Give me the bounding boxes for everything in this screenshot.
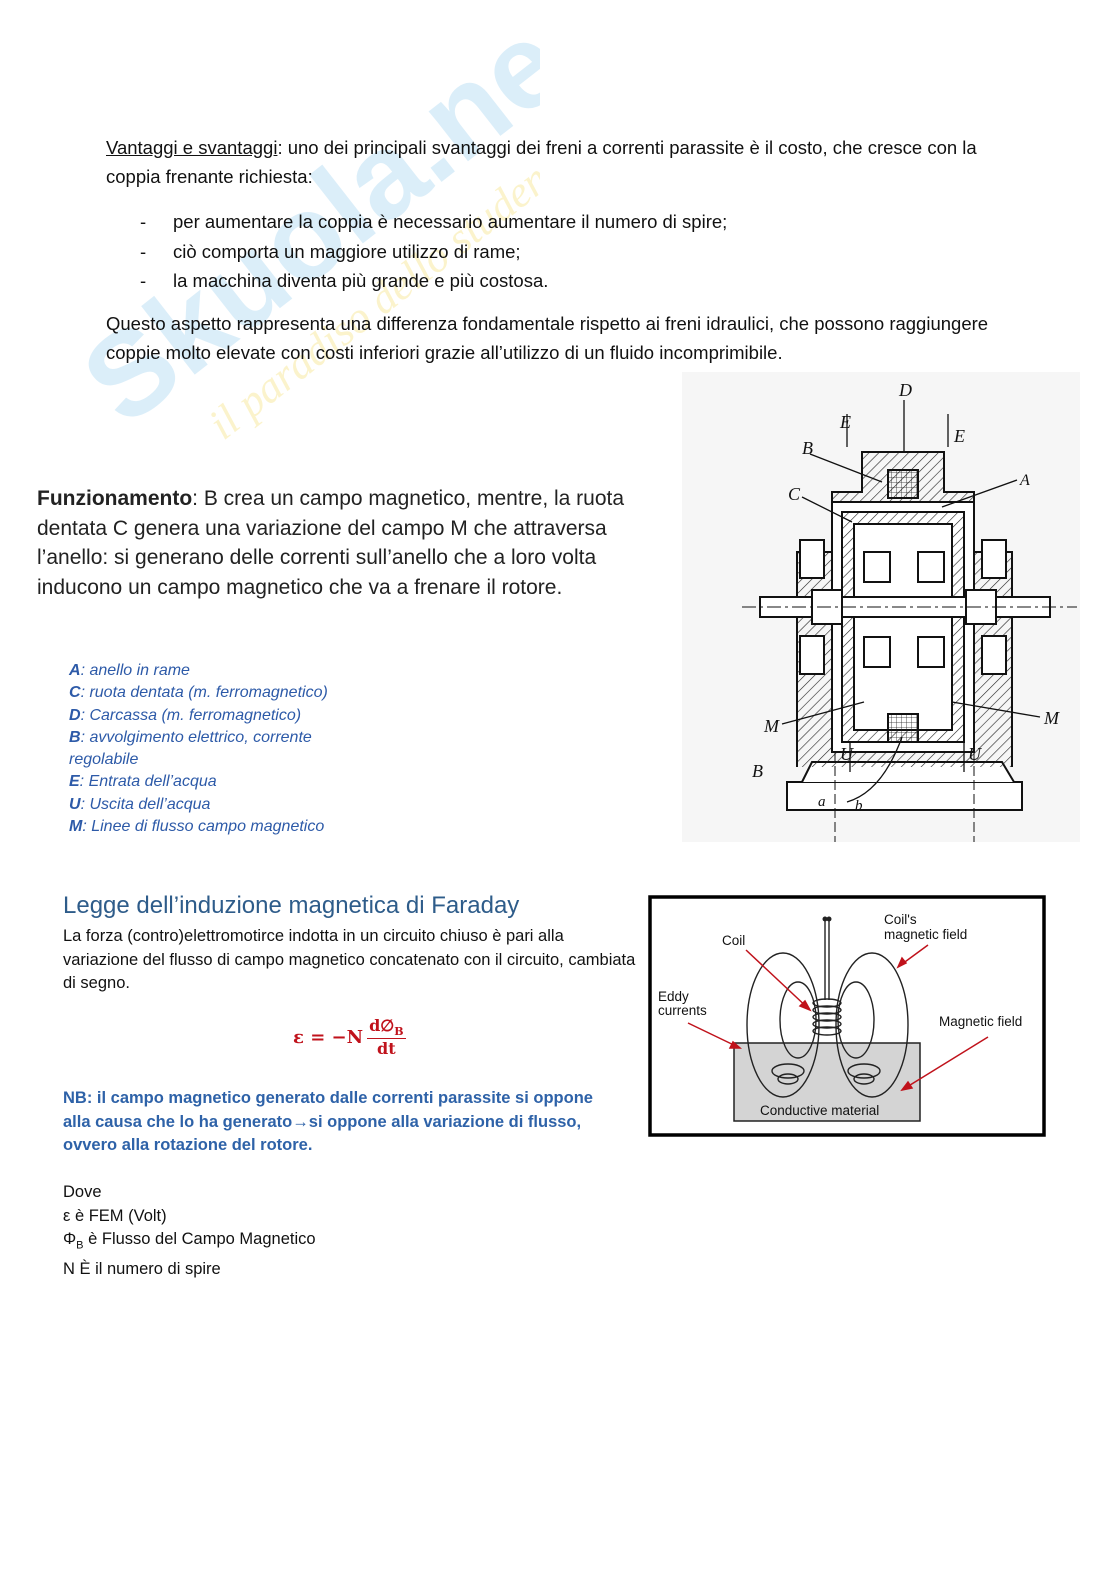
label-m-right: M bbox=[1043, 708, 1060, 728]
label-u-left: U bbox=[840, 744, 854, 764]
operation-paragraph: Funzionamento: B crea un campo magnetico… bbox=[37, 484, 677, 602]
comparison-paragraph: Questo aspetto rappresenta una differenz… bbox=[106, 313, 989, 363]
legend-item: M: Linee di flusso campo magnetico bbox=[69, 818, 325, 836]
operation-text: : B crea un campo magnetico, mentre, la … bbox=[37, 487, 625, 599]
formula-numerator: d∅ bbox=[369, 1016, 395, 1035]
intro-text: : uno dei principali svantaggi dei freni… bbox=[106, 137, 977, 187]
label-d: D bbox=[898, 380, 912, 400]
faraday-text: La forza (contro)elettromotirce indotta … bbox=[63, 927, 636, 992]
definition-emf: ε è FEM (Volt) bbox=[63, 1206, 167, 1225]
coil-label: Coil bbox=[722, 933, 745, 948]
coils-field-label-2: magnetic field bbox=[884, 927, 967, 942]
list-item: ciò comporta un maggiore utilizzo di ram… bbox=[106, 237, 1006, 267]
legend-item: D: Carcassa (m. ferromagnetico) bbox=[69, 706, 302, 724]
arrow-icon: → bbox=[292, 1112, 309, 1131]
list-item: per aumentare la coppia è necessario aum… bbox=[106, 207, 1006, 237]
label-e-right: E bbox=[953, 426, 965, 446]
magnetic-field-label: Magnetic field bbox=[939, 1014, 1022, 1029]
label-b-top: B bbox=[802, 438, 813, 458]
legend-item: A: anello in rame bbox=[69, 662, 190, 679]
definition-turns: N È il numero di spire bbox=[63, 1259, 221, 1278]
formula-lhs: ε = −N bbox=[293, 1026, 364, 1048]
faraday-formula: ε = −N d∅B dt bbox=[293, 1016, 406, 1059]
label-u-right: U bbox=[968, 744, 982, 764]
operation-label: Funzionamento bbox=[37, 487, 193, 510]
eddy-label-1: Eddy bbox=[658, 989, 689, 1004]
label-b-lower: b bbox=[855, 798, 863, 814]
legend-item: E: Entrata dell’acqua bbox=[69, 773, 217, 791]
legend-item: C: ruota dentata (m. ferromagnetico) bbox=[69, 684, 328, 702]
component-legend: A: anello in rame C: ruota dentata (m. f… bbox=[69, 660, 369, 838]
section-heading: Legge dell’induzione magnetica di Farada… bbox=[63, 892, 520, 919]
formula-denominator: dt bbox=[377, 1039, 396, 1059]
legend-item: U: Uscita dell’acqua bbox=[69, 795, 211, 813]
legend-item: B: avvolgimento elettrico, corrente rego… bbox=[69, 728, 312, 769]
intro-label: Vantaggi e svantaggi bbox=[106, 137, 278, 158]
nb-note: NB: il campo magnetico generato dalle co… bbox=[63, 1089, 593, 1154]
label-e-left: E bbox=[839, 412, 851, 432]
label-b-bottom: B bbox=[752, 761, 763, 781]
conductive-material-label: Conductive material bbox=[760, 1103, 879, 1118]
disadvantages-list: per aumentare la coppia è necessario aum… bbox=[106, 207, 1006, 296]
definitions-title: Dove bbox=[63, 1183, 102, 1201]
definitions: Dove ε è FEM (Volt) ΦB è Flusso del Camp… bbox=[63, 1181, 463, 1281]
eddy-currents-figure: Coil Coil's magnetic field Eddy currents… bbox=[648, 895, 1046, 1137]
label-a-lower: a bbox=[818, 794, 826, 810]
coils-field-label-1: Coil's bbox=[884, 912, 917, 927]
brake-cross-section-figure: D E E B C A M M B U U a b bbox=[682, 372, 1080, 842]
intro-paragraph: Vantaggi e svantaggi: uno dei principali… bbox=[106, 133, 1006, 191]
label-c: C bbox=[788, 484, 801, 504]
label-m-left: M bbox=[763, 716, 780, 736]
list-item: la macchina diventa più grande e più cos… bbox=[106, 266, 1006, 296]
definition-flux: ΦB è Flusso del Campo Magnetico bbox=[63, 1230, 316, 1252]
eddy-label-2: currents bbox=[658, 1003, 707, 1018]
label-a: A bbox=[1019, 472, 1030, 489]
